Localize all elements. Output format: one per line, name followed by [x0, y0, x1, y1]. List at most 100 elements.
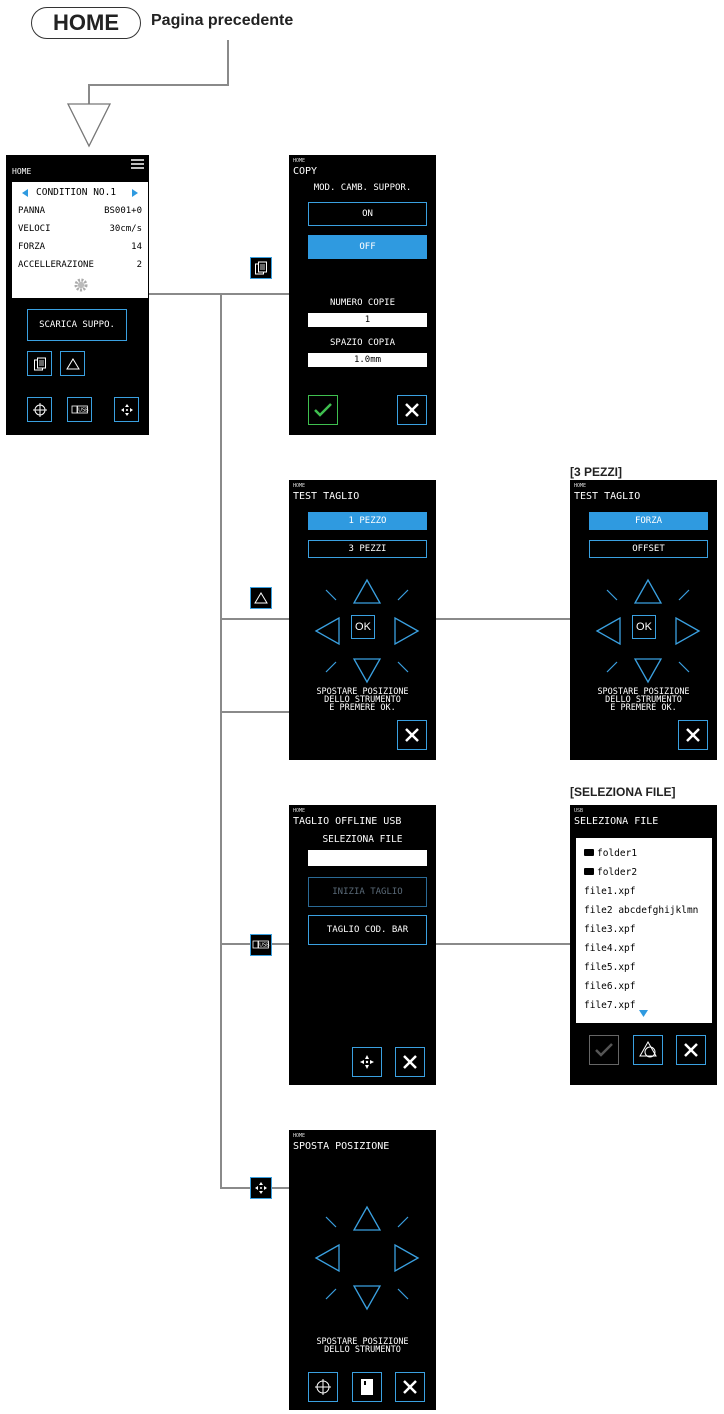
- diagonal-up-left-icon[interactable]: [325, 1216, 337, 1228]
- close-button[interactable]: [678, 720, 708, 750]
- file-item[interactable]: file7.xpf: [584, 1000, 635, 1011]
- left-arrow-icon[interactable]: [314, 616, 340, 646]
- start-cut-button[interactable]: INIZIA TAGLIO: [308, 877, 427, 907]
- screen-title: TEST TAGLIO: [574, 491, 641, 502]
- close-button[interactable]: [397, 395, 427, 425]
- scroll-down-icon[interactable]: [639, 1010, 648, 1017]
- confirm-button[interactable]: [308, 395, 338, 425]
- diagonal-down-left-icon[interactable]: [606, 661, 618, 673]
- file-item[interactable]: file3.xpf: [584, 924, 635, 935]
- screen-small-label: HOME: [293, 1133, 306, 1139]
- usb-side-icon[interactable]: USB: [250, 934, 272, 956]
- offset-button[interactable]: OFFSET: [589, 540, 708, 558]
- three-pieces-button[interactable]: 3 PEZZI: [308, 540, 427, 558]
- menu-icon[interactable]: [131, 159, 144, 169]
- file-item[interactable]: file5.xpf: [584, 962, 635, 973]
- move-button[interactable]: [352, 1047, 382, 1077]
- file-item[interactable]: file4.xpf: [584, 943, 635, 954]
- ok-button[interactable]: OK: [351, 615, 375, 639]
- usb-button[interactable]: USB: [67, 397, 92, 422]
- close-button[interactable]: [676, 1035, 706, 1065]
- file-name: file7.xpf: [584, 1000, 636, 1011]
- origin-button[interactable]: [27, 397, 52, 422]
- down-arrow-icon[interactable]: [633, 658, 663, 684]
- gear-icon[interactable]: [74, 278, 88, 292]
- diagonal-up-right-icon[interactable]: [397, 1216, 409, 1228]
- test-cut-side-icon[interactable]: [250, 587, 272, 609]
- row-label: VELOCI: [18, 224, 51, 234]
- copy-button[interactable]: [27, 351, 52, 376]
- diagonal-up-right-icon[interactable]: [678, 589, 690, 601]
- one-piece-button[interactable]: 1 PEZZO: [308, 512, 427, 530]
- folder-item[interactable]: folder1: [584, 848, 637, 859]
- media-button[interactable]: [352, 1372, 382, 1402]
- left-arrow-icon[interactable]: [314, 1243, 340, 1273]
- spacing-label: SPAZIO COPIA: [329, 338, 396, 348]
- usb-icon: USB: [252, 940, 270, 949]
- left-arrow-icon[interactable]: [595, 616, 621, 646]
- off-button[interactable]: OFF: [308, 235, 427, 259]
- copy-icon: [33, 357, 46, 370]
- left-arrow-icon[interactable]: [22, 189, 28, 197]
- close-button[interactable]: [395, 1047, 425, 1077]
- file-item[interactable]: file6.xpf: [584, 981, 635, 992]
- row-label: FORZA: [18, 242, 46, 252]
- diagonal-down-left-icon[interactable]: [325, 1288, 337, 1300]
- diagonal-down-right-icon[interactable]: [397, 661, 409, 673]
- barcode-cut-button[interactable]: TAGLIO COD. BAR: [308, 915, 427, 945]
- on-button[interactable]: ON: [308, 202, 427, 226]
- right-arrow-icon[interactable]: [675, 616, 701, 646]
- origin-button[interactable]: [308, 1372, 338, 1402]
- instruction-line: SPOSTARE POSIZIONE: [316, 1337, 409, 1347]
- up-arrow-icon[interactable]: [352, 578, 382, 604]
- ok-button[interactable]: OK: [632, 615, 656, 639]
- folder-item[interactable]: folder2: [584, 867, 637, 878]
- up-arrow-icon[interactable]: [633, 578, 663, 604]
- diagonal-down-right-icon[interactable]: [397, 1288, 409, 1300]
- diagonal-up-left-icon[interactable]: [606, 589, 618, 601]
- right-arrow-icon[interactable]: [394, 1243, 420, 1273]
- copies-input[interactable]: 1: [308, 313, 427, 327]
- file-item[interactable]: file1.xpf: [584, 886, 635, 897]
- mode-label: MOD. CAMB. SUPPOR.: [313, 183, 412, 193]
- file-input[interactable]: [308, 850, 427, 866]
- connector-line: [436, 943, 570, 945]
- instruction-line: DELLO STRUMENTO: [324, 695, 401, 705]
- right-arrow-icon[interactable]: [394, 616, 420, 646]
- down-arrow-icon[interactable]: [352, 658, 382, 684]
- diagonal-up-left-icon[interactable]: [325, 589, 337, 601]
- close-button[interactable]: [397, 720, 427, 750]
- diagonal-down-right-icon[interactable]: [678, 661, 690, 673]
- up-arrow-icon[interactable]: [352, 1205, 382, 1231]
- down-arrow-icon[interactable]: [352, 1285, 382, 1311]
- move-button[interactable]: [114, 397, 139, 422]
- copy-side-icon[interactable]: [250, 257, 272, 279]
- test-cut-button[interactable]: [60, 351, 85, 376]
- crosshair-icon: [315, 1379, 331, 1395]
- right-arrow-icon[interactable]: [132, 189, 138, 197]
- down-triangle-icon: [66, 103, 112, 148]
- ok-label: OK: [636, 621, 652, 633]
- home-button[interactable]: HOME: [31, 7, 141, 39]
- file-name: file1.xpf: [584, 886, 636, 897]
- close-button[interactable]: [395, 1372, 425, 1402]
- screen-title: TEST TAGLIO: [293, 491, 360, 502]
- instruction-line: SPOSTARE POSIZIONE: [316, 687, 409, 697]
- feed-media-button[interactable]: SCARICA SUPPO.: [27, 309, 127, 341]
- diagonal-down-left-icon[interactable]: [325, 661, 337, 673]
- row-value: BS001+0: [104, 206, 142, 216]
- diagonal-up-right-icon[interactable]: [397, 589, 409, 601]
- file-name: folder1: [597, 848, 638, 859]
- confirm-button[interactable]: [589, 1035, 619, 1065]
- file-item[interactable]: file2 abcdefghijklmn: [584, 905, 698, 916]
- check-icon: [595, 1043, 613, 1057]
- preview-button[interactable]: [633, 1035, 663, 1065]
- spacing-input[interactable]: 1.0mm: [308, 353, 427, 367]
- force-button[interactable]: FORZA: [589, 512, 708, 530]
- screen-small-label: USB: [574, 808, 584, 814]
- move-arrows-icon: [360, 1055, 374, 1069]
- move-side-icon[interactable]: [250, 1177, 272, 1199]
